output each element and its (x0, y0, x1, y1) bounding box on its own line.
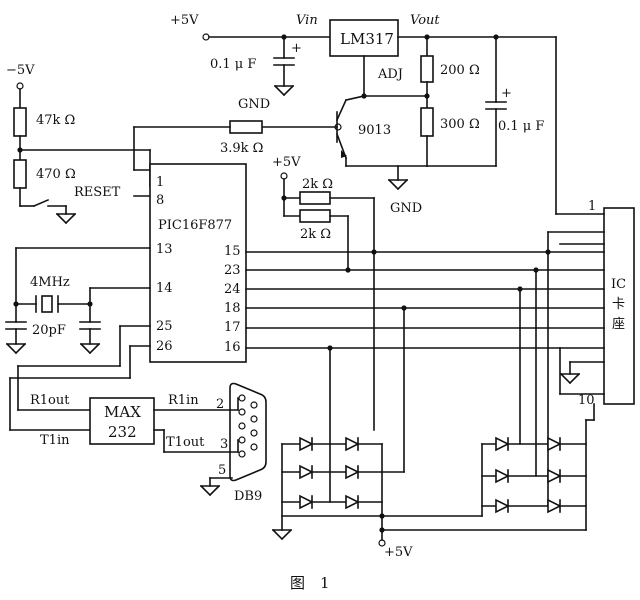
cap-in-label: 0.1 μ F (210, 57, 256, 72)
pin-label-16: 16 (224, 340, 241, 355)
r1in-label: R1in (168, 393, 199, 408)
ground-symbol-socket (559, 372, 581, 385)
resistor-200 (420, 55, 434, 83)
pin-label-15: 15 (224, 244, 241, 259)
socket-label-1: IC (611, 277, 626, 292)
serial-section: R1out T1in MAX 232 R1in T1out 2 3 5 DB (9, 325, 267, 504)
regulator-section: +5V Vin + 0.1 μ F LM317 Vout ADJ (170, 13, 557, 167)
ic-card-socket (603, 207, 635, 405)
pin-label-18: 18 (224, 301, 241, 316)
ic-socket-section: IC 卡 座 1 10 (245, 36, 635, 408)
vout-label: Vout (410, 13, 440, 28)
pin-label-25: 25 (156, 319, 173, 334)
diode-l2 (345, 436, 360, 452)
ground-symbol-cap-in (273, 84, 295, 97)
pin-label-13: 13 (156, 242, 173, 257)
pin-label-26: 26 (156, 339, 173, 354)
pin-label-17: 17 (224, 320, 241, 335)
db9-connector (229, 382, 267, 482)
plus5v-label-top: +5V (170, 13, 199, 28)
diode-r4 (547, 468, 562, 484)
pin-label-23: 23 (224, 263, 241, 278)
ground-symbol-xtal-left (5, 342, 27, 355)
db9-pin3: 3 (220, 437, 228, 452)
crystal-4mhz (41, 295, 53, 313)
pullup-r1-label: 2k Ω (302, 177, 333, 192)
adj-label: ADJ (377, 67, 403, 82)
max232-chip (89, 397, 155, 445)
plus5v-label-bottom: +5V (384, 545, 413, 560)
ground-symbol-transistor (387, 178, 409, 191)
diode-l5 (299, 494, 314, 510)
pullup-resistor-1 (299, 191, 331, 205)
reset-section: −5V 47k Ω 470 Ω RESET (6, 63, 151, 225)
gnd-label-base: GND (238, 97, 270, 112)
crystal-cap-label: 20pF (32, 323, 66, 338)
max232-name-2: 232 (108, 423, 137, 441)
crystal-section: 4MHz 20pF (5, 247, 151, 355)
figure-caption: 图 1 (290, 574, 330, 592)
pin-label-24: 24 (224, 282, 241, 297)
resistor-3k9 (229, 120, 263, 134)
max232-name-1: MAX (104, 403, 141, 421)
diode-r5 (495, 498, 510, 514)
socket-pin-1: 1 (588, 199, 596, 214)
mcu-name: PIC16F877 (158, 218, 232, 233)
socket-label-3: 座 (612, 317, 625, 332)
transistor-section: 9013 GND GND 3.9k Ω (133, 95, 428, 216)
crystal-freq-label: 4MHz (30, 275, 70, 290)
pullup-resistor-2 (299, 209, 331, 223)
diode-l4 (345, 464, 360, 480)
lm317-chip (329, 19, 399, 57)
ground-symbol-db9 (199, 484, 221, 497)
plus5v-label-pullup: +5V (272, 155, 301, 170)
diode-l3 (299, 464, 314, 480)
transistor-name: 9013 (358, 123, 391, 138)
pic16f877-chip (149, 163, 247, 363)
cap-out-plus: + (501, 86, 512, 101)
r200-label: 200 Ω (440, 63, 480, 78)
diode-r3 (495, 468, 510, 484)
db9-pin2: 2 (216, 397, 224, 412)
r1out-label: R1out (30, 393, 70, 408)
pin-label-14: 14 (156, 281, 173, 296)
plus5v-terminal-top (202, 33, 210, 41)
diode-l1 (299, 436, 314, 452)
pullup-r2-label: 2k Ω (300, 227, 331, 242)
t1out-label: T1out (166, 435, 205, 450)
db9-label: DB9 (234, 489, 262, 504)
minus5v-label: −5V (6, 63, 35, 78)
pin-label-8: 8 (156, 193, 164, 208)
resistor-47k (13, 107, 27, 137)
cap-out-label: 0.1 μ F (498, 119, 544, 134)
gnd-label-transistor: GND (390, 201, 422, 216)
diode-l6 (345, 494, 360, 510)
pullup-section: +5V 2k Ω 2k Ω (272, 155, 377, 273)
diode-array-right (381, 231, 595, 531)
lm317-name: LM317 (340, 30, 394, 48)
resistor-300 (420, 107, 434, 137)
ground-symbol-diode-left (271, 528, 293, 541)
socket-pin-10: 10 (578, 393, 595, 408)
r470-label: 470 Ω (36, 167, 76, 182)
t1in-label: T1in (40, 433, 70, 448)
db9-pin5: 5 (218, 463, 226, 478)
resistor-470 (13, 159, 27, 189)
diode-r6 (547, 498, 562, 514)
socket-label-2: 卡 (612, 297, 625, 312)
diode-array-left: +5V (271, 251, 413, 560)
vin-label: Vin (296, 13, 318, 28)
reset-label: RESET (74, 185, 121, 200)
pin-label-1: 1 (156, 175, 164, 190)
diode-r2 (547, 436, 562, 452)
r3k9-label: 3.9k Ω (220, 141, 263, 156)
cap-in-plus: + (291, 41, 302, 56)
diode-r1 (495, 436, 510, 452)
r47k-label: 47k Ω (36, 113, 75, 128)
mcu-section: PIC16F877 1 8 13 14 25 26 15 23 24 18 17… (149, 163, 247, 363)
r300-label: 300 Ω (440, 117, 480, 132)
ground-symbol-xtal-right (79, 342, 101, 355)
ground-symbol-reset (55, 212, 77, 225)
